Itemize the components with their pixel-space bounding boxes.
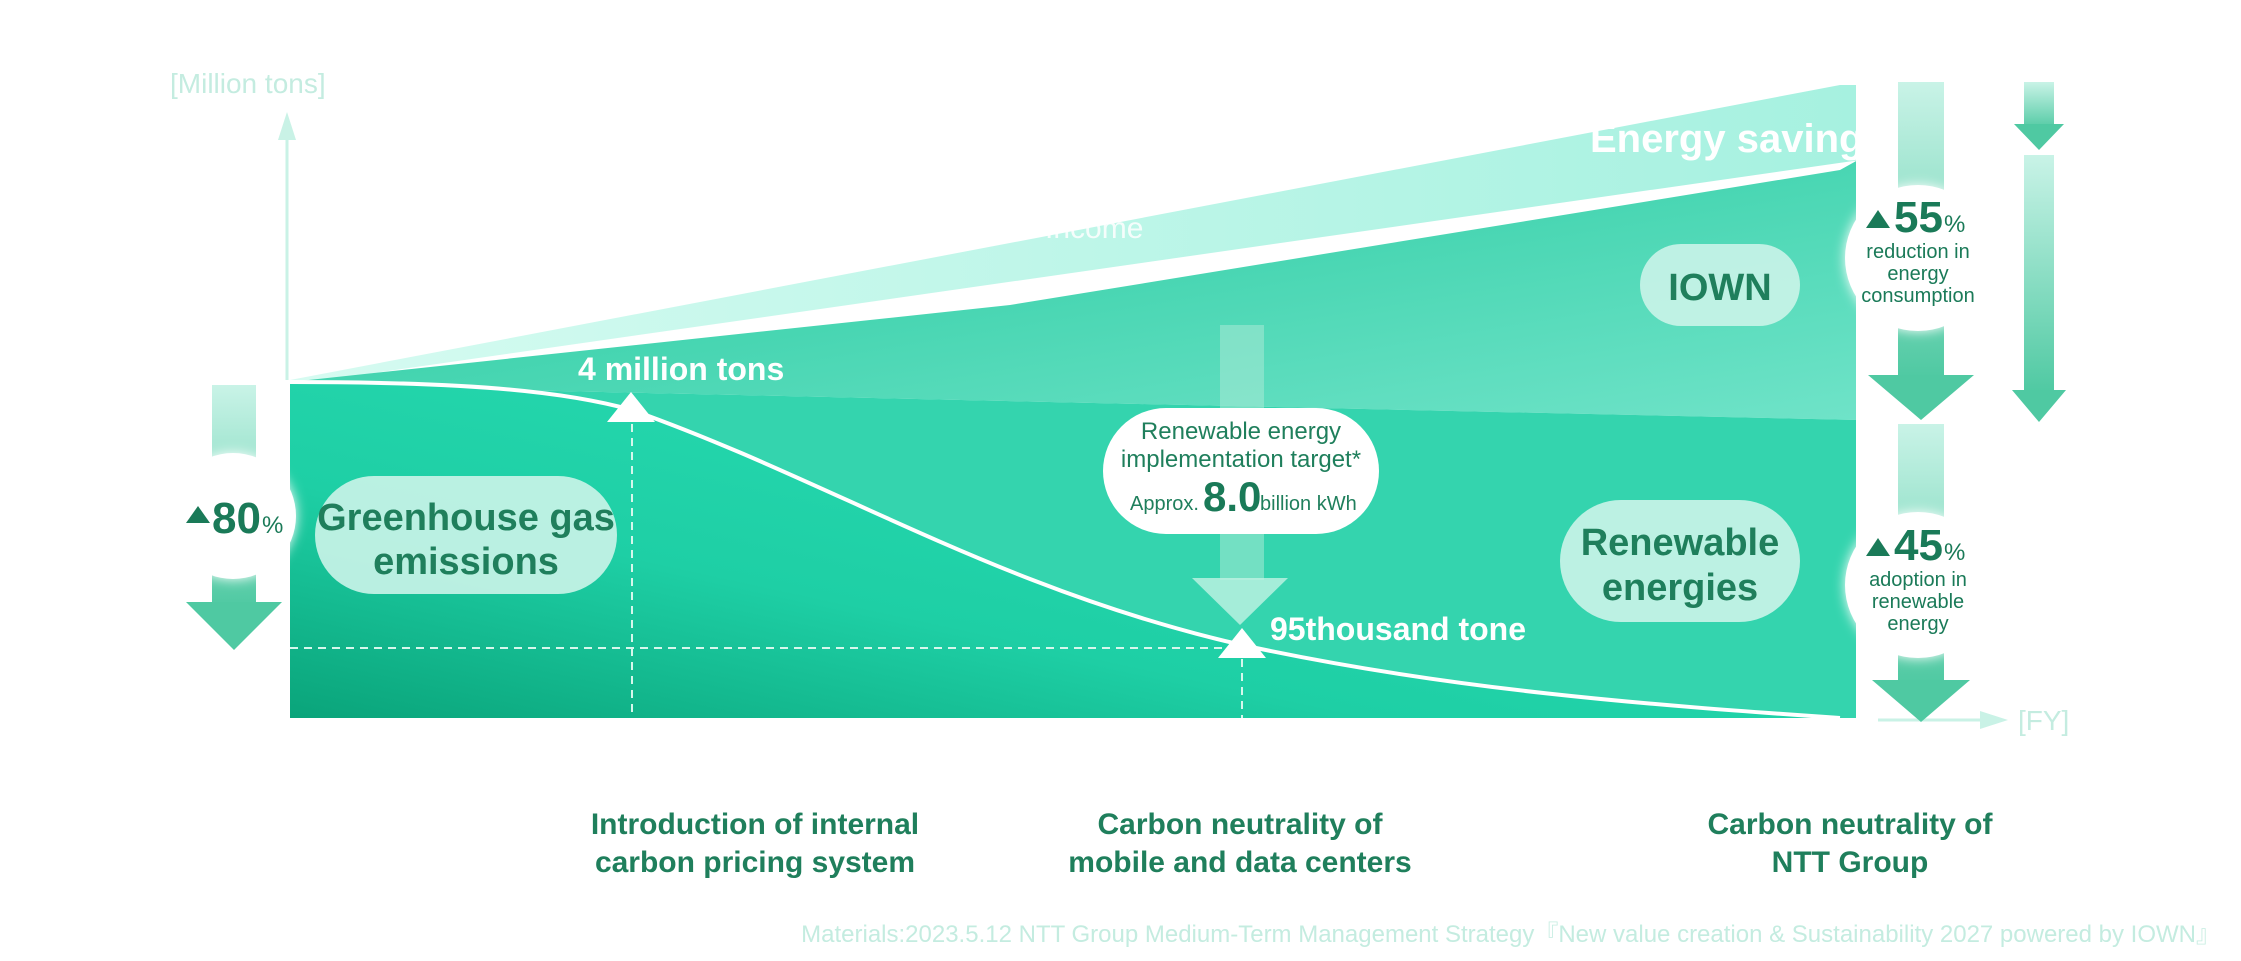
ghg-reduction-arrow: 80 % — [170, 385, 296, 650]
energy-total-arrow — [2012, 82, 2066, 422]
energy-badge-line2: energy — [1887, 263, 1948, 285]
emissions-area-fill — [290, 382, 1840, 718]
point-label-4m: 4 million tons — [578, 351, 784, 387]
renewable-target-suffix: billion kWh — [1260, 493, 1357, 515]
energy-saving-band — [290, 85, 1860, 385]
x-axis — [1878, 711, 2008, 729]
ghg-label-line1: Greenhouse gas — [317, 497, 615, 539]
iown-pill — [1640, 244, 1800, 326]
energy-badge-value: 55 — [1894, 193, 1943, 242]
energy-badge-line3: consumption — [1861, 285, 1974, 307]
guide-lines — [290, 410, 1243, 718]
energy-badge-line1: reduction in — [1866, 241, 1969, 263]
milestone-2-line1: Carbon neutrality of — [1097, 808, 1383, 841]
y-axis — [278, 112, 296, 380]
renewable-badge-line1: adoption in — [1869, 569, 1967, 591]
iown-label: IOWN — [1668, 267, 1771, 309]
source-note: Materials:2023.5.12 NTT Group Medium-Ter… — [801, 921, 2220, 948]
energy-saving-label: Energy saving — [1590, 117, 1863, 161]
renewable-badge-line2: renewable — [1872, 591, 1964, 613]
emissions-line — [289, 380, 1841, 720]
emissions-upper-fill — [290, 382, 1858, 718]
renewables-label-line1: Renewable — [1581, 522, 1780, 564]
renewable-badge-unit: % — [1944, 539, 1965, 566]
milestone-2-line2: mobile and data centers — [1068, 846, 1412, 879]
renewable-target-prefix: Approx. — [1130, 493, 1199, 515]
milestone-carbon-pricing: Introduction of internal carbon pricing … — [545, 806, 965, 882]
ghg-pill — [315, 476, 617, 594]
energy-badge-unit: % — [1944, 211, 1965, 238]
ghg-label-line2: emissions — [373, 541, 559, 583]
milestone-3-line1: Carbon neutrality of — [1707, 808, 1993, 841]
ghg-badge-value: 80 — [212, 494, 261, 543]
milestone-mobile-datacenters: Carbon neutrality of mobile and data cen… — [1030, 806, 1450, 882]
renewables-label-line2: energies — [1602, 567, 1758, 609]
milestone-1-line2: carbon pricing system — [594, 846, 916, 879]
point-marker-4m — [607, 392, 655, 422]
iown-band — [290, 160, 1858, 420]
milestone-ntt-group: Carbon neutrality of NTT Group — [1640, 806, 2060, 882]
x-axis-label: [FY] — [2018, 705, 2069, 736]
renewable-badge-value: 45 — [1894, 521, 1943, 570]
renewable-badge-line3: energy — [1887, 613, 1948, 635]
milestone-3-line2: NTT Group — [1771, 846, 1929, 879]
y-axis-label: [Million tons] — [170, 68, 326, 99]
point-label-95k: 95thousand tone — [1270, 611, 1526, 647]
ghg-badge-unit: % — [262, 512, 283, 539]
renewable-target-line1: Renewable energy — [1141, 418, 1341, 445]
renewable-target-bubble — [1103, 408, 1379, 534]
renewables-pill — [1560, 500, 1800, 622]
point-marker-95k — [1218, 628, 1266, 658]
renewable-target-line2: implementation target* — [1121, 446, 1361, 473]
milestone-1-line1: Introduction of internal — [590, 808, 920, 841]
renewable-target-value: 8.0 — [1203, 473, 1261, 520]
income-label: Income — [1045, 212, 1143, 245]
